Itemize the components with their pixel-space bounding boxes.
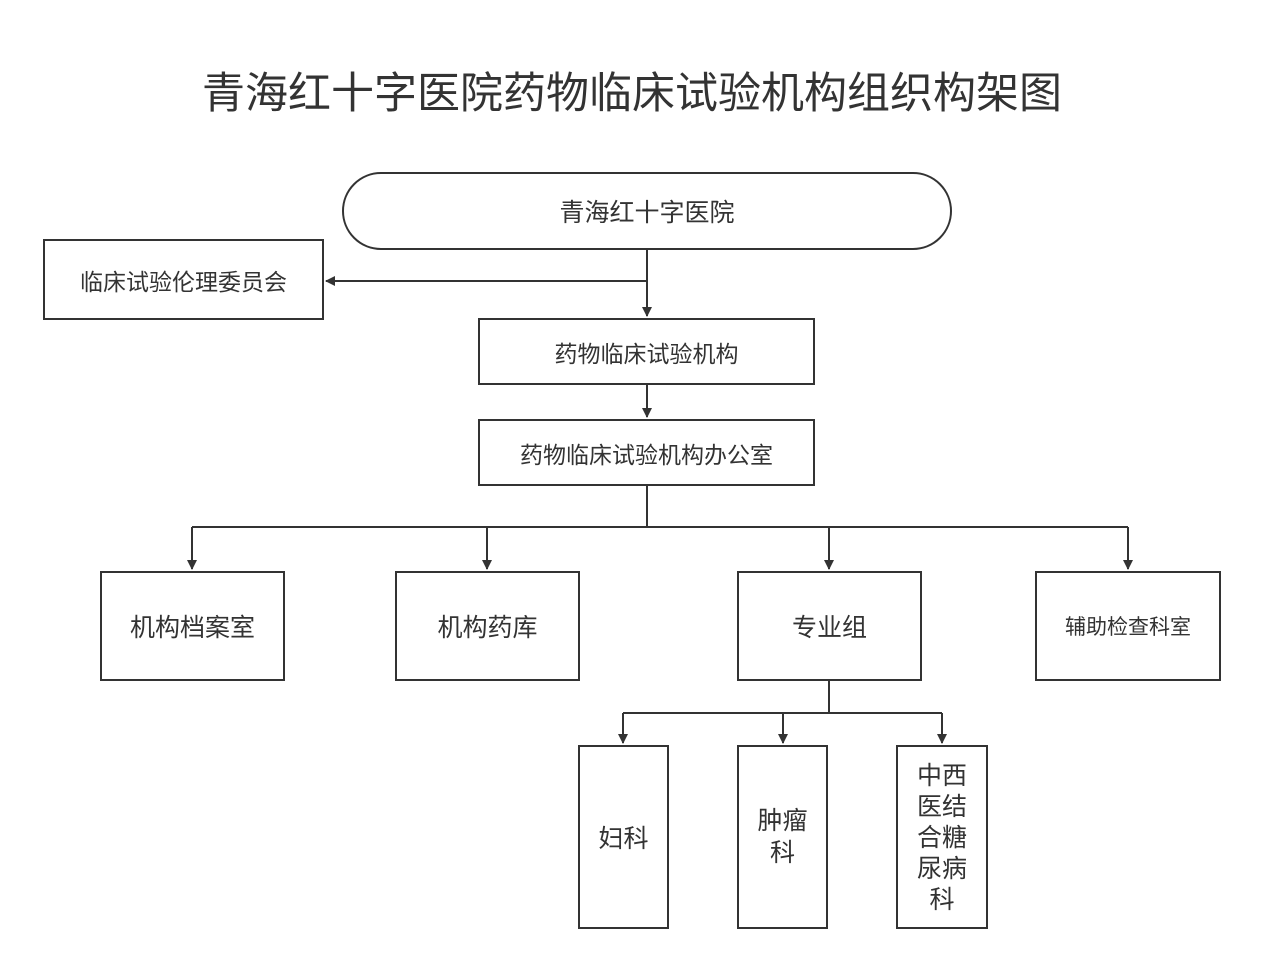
- node-ethics-committee: 临床试验伦理委员会: [43, 239, 324, 320]
- node-pharmacy: 机构药库: [395, 571, 580, 681]
- diagram-title: 青海红十字医院药物临床试验机构组织构架图: [202, 69, 1062, 119]
- node-auxiliary-exam: 辅助检查科室: [1035, 571, 1221, 681]
- node-institution-label: 药物临床试验机构: [554, 341, 739, 368]
- node-root-hospital: 青海红十字医院: [342, 172, 952, 250]
- node-archive-room: 机构档案室: [100, 571, 285, 681]
- node-office-label: 药物临床试验机构办公室: [520, 442, 773, 469]
- node-gynecology-label: 妇科: [598, 824, 649, 853]
- node-oncology-label: 肿瘤科: [757, 806, 808, 867]
- node-auxiliary-label: 辅助检查科室: [1065, 615, 1191, 639]
- node-specialty-groups: 专业组: [737, 571, 922, 681]
- node-institution: 药物临床试验机构: [478, 318, 815, 385]
- node-pharmacy-label: 机构药库: [437, 613, 538, 642]
- node-root-label: 青海红十字医院: [559, 198, 735, 227]
- node-gynecology: 妇科: [578, 745, 669, 929]
- node-tcm-diabetes: 中西医结合糖尿病科: [896, 745, 988, 929]
- node-tcm-label: 中西医结合糖尿病科: [916, 760, 967, 914]
- node-archive-label: 机构档案室: [129, 613, 255, 642]
- node-specialty-label: 专业组: [791, 613, 867, 642]
- node-ethics-label: 临床试验伦理委员会: [80, 269, 287, 296]
- node-oncology: 肿瘤科: [737, 745, 828, 929]
- node-office: 药物临床试验机构办公室: [478, 419, 815, 486]
